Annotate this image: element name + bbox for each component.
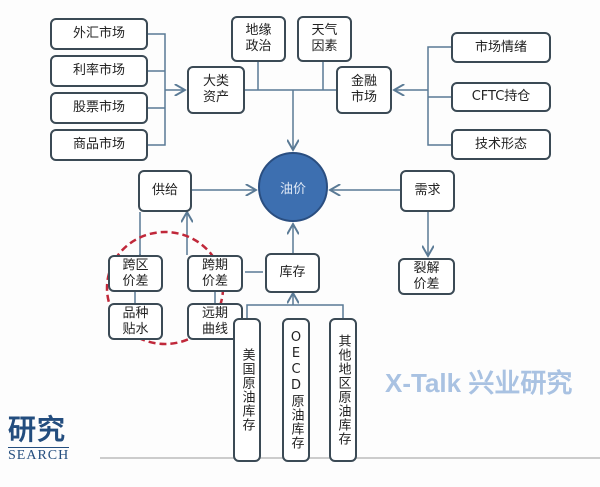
commodity-market-box: 商品市场 [50,129,148,161]
grade-discount-box: 品种 贴水 [108,303,163,340]
regional-spread-box: 跨区 价差 [108,255,163,292]
technical-pattern-box: 技术形态 [451,129,551,160]
logo: 研究 SEARCH [8,413,70,463]
interest-rate-market-box: 利率市场 [50,55,148,87]
inventory-box: 库存 [265,253,320,293]
financial-market-box: 金融 市场 [336,66,392,114]
crack-spread-box: 裂解 价差 [398,258,455,295]
supply-box: 供给 [138,170,192,212]
oecd-crude-inventory-box: OECD原油库存 [282,318,310,462]
calendar-spread-box: 跨期 价差 [187,255,243,292]
weather-box: 天气 因素 [297,16,352,62]
market-sentiment-box: 市场情绪 [451,32,551,63]
asset-class-box: 大类 资产 [187,66,245,114]
cftc-position-box: CFTC持仓 [451,82,551,112]
demand-box: 需求 [400,170,455,212]
other-regions-crude-inventory-box: 其他地区原油库存 [329,318,357,462]
geopolitics-box: 地缘 政治 [231,16,286,62]
logo-cn: 研究 [8,413,67,446]
us-crude-inventory-box: 美国原油库存 [233,318,261,462]
forex-market-box: 外汇市场 [50,18,148,50]
logo-en: SEARCH [8,446,70,463]
stock-market-box: 股票市场 [50,92,148,124]
oil-price-node: 油价 [258,152,328,222]
